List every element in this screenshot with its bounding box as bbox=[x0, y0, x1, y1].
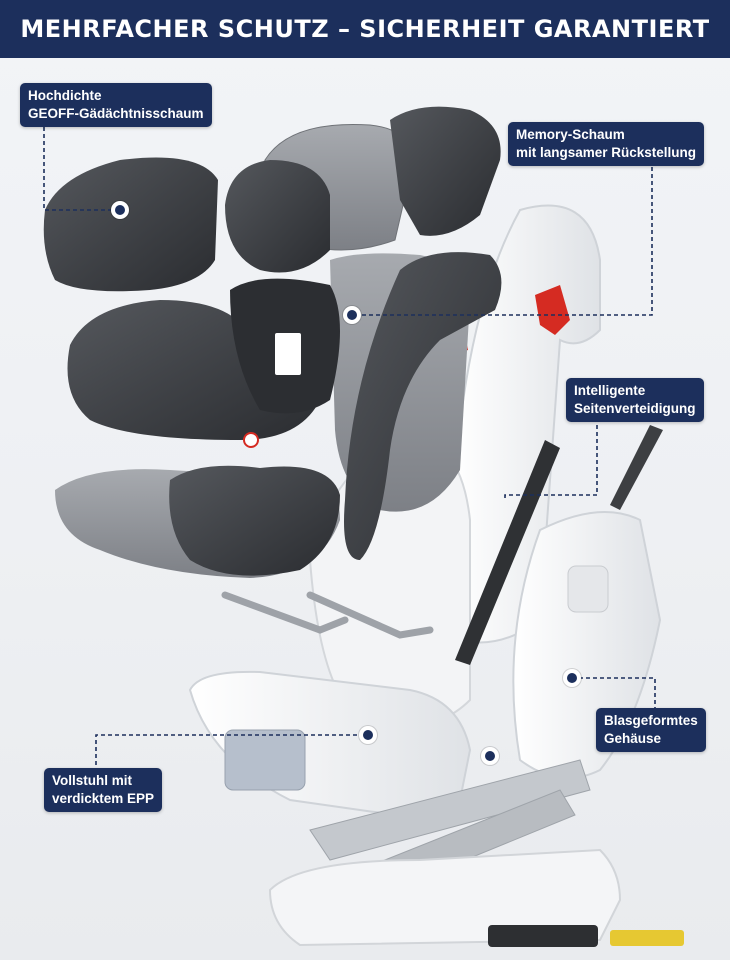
callout-foam-line1: Hochdichte bbox=[28, 88, 102, 103]
marker-foam-dot bbox=[111, 201, 129, 219]
callout-foam-line2: GEOFF-Gädächtnisschaum bbox=[28, 106, 204, 121]
page-title: MEHRFACHER SCHUTZ – SICHERHEIT GARANTIER… bbox=[20, 15, 710, 43]
callout-memory-line1: Memory-Schaum bbox=[516, 127, 625, 142]
callout-shell-line2: Gehäuse bbox=[604, 731, 662, 746]
marker-shell-dot bbox=[563, 669, 581, 687]
marker-epp-dot bbox=[359, 726, 377, 744]
isofix-rail bbox=[455, 440, 560, 665]
foam-pad bbox=[43, 157, 218, 292]
callout-epp: Vollstuhl mit verdicktem EPP bbox=[44, 768, 163, 812]
page-header: MEHRFACHER SCHUTZ – SICHERHEIT GARANTIER… bbox=[0, 0, 730, 58]
callout-epp-line2: verdicktem EPP bbox=[52, 791, 155, 806]
marker-memory-dot bbox=[343, 306, 361, 324]
car-seat-illustration bbox=[43, 106, 684, 947]
red-latch bbox=[535, 285, 570, 335]
callout-foam: Hochdichte GEOFF-Gädächtnisschaum bbox=[20, 83, 212, 127]
callout-connectors bbox=[43, 120, 656, 765]
callout-epp-line1: Vollstuhl mit bbox=[52, 773, 132, 788]
callout-shell-line1: Blasgeformtes bbox=[604, 713, 698, 728]
epp-block bbox=[224, 729, 306, 791]
callout-side-line2: Seitenverteidigung bbox=[574, 401, 696, 416]
callout-memory: Memory-Schaum mit langsamer Rückstellung bbox=[508, 122, 705, 166]
callout-memory-line2: mit langsamer Rückstellung bbox=[516, 145, 697, 160]
headrest-wing bbox=[225, 160, 330, 273]
product-illustration-area: Hochdichte GEOFF-Gädächtnisschaum Memory… bbox=[0, 58, 730, 960]
callout-side-line1: Intelligente bbox=[574, 383, 646, 398]
callout-shell: Blasgeformtes Gehäuse bbox=[596, 708, 706, 752]
isofix-base bbox=[268, 848, 622, 947]
marker-side-dot bbox=[481, 747, 499, 765]
side-impact-wing bbox=[344, 252, 502, 560]
callout-side: Intelligente Seitenverteidigung bbox=[566, 378, 704, 422]
